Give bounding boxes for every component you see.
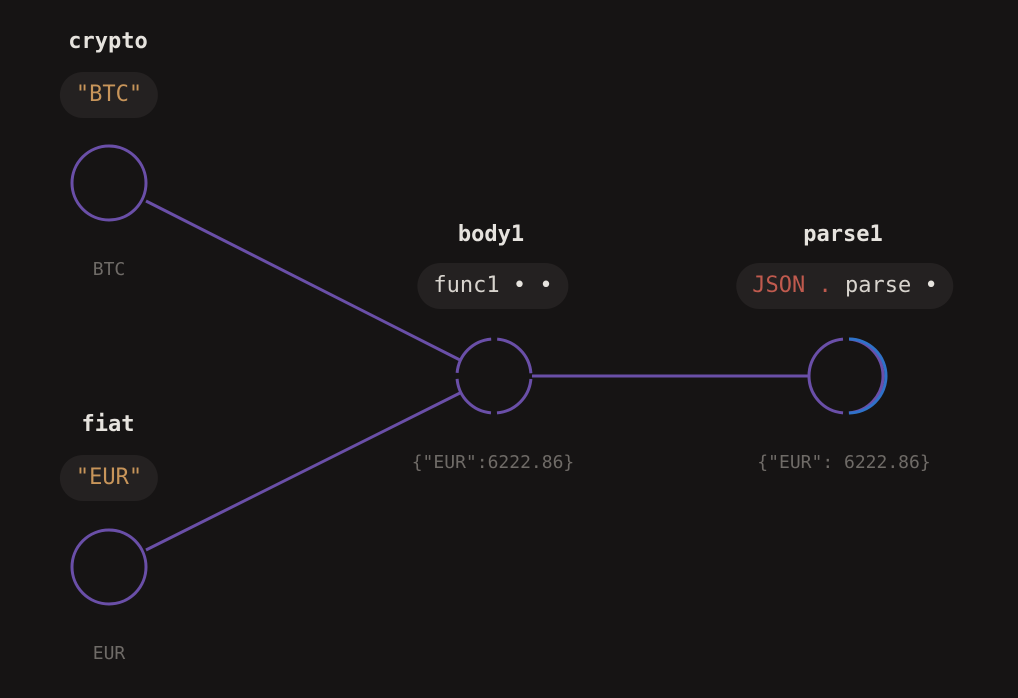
fiat-value-pill[interactable]: "EUR": [59, 455, 159, 501]
body1-function-pill[interactable]: func1 • •: [417, 263, 569, 309]
parse1-argument-dots[interactable]: •: [924, 273, 938, 298]
parse1-expression-pill[interactable]: JSON . parse •: [736, 263, 954, 309]
fiat-output-value: EUR: [92, 643, 126, 664]
crypto-node-title: crypto: [68, 29, 148, 54]
fiat-value: "EUR": [75, 465, 143, 490]
body1-node-title: body1: [457, 222, 525, 247]
parse1-dot: .: [818, 273, 832, 298]
fiat-node-title: fiat: [81, 412, 135, 437]
body1-argument-dots[interactable]: • •: [512, 273, 553, 298]
parse1-node-title: parse1: [803, 222, 883, 247]
body1-function-name: func1: [433, 273, 500, 298]
crypto-output-port[interactable]: [70, 144, 148, 222]
parse1-output-value: {"EUR": 6222.86}: [757, 452, 931, 473]
body1-port[interactable]: [455, 337, 533, 415]
crypto-value: "BTC": [75, 82, 143, 107]
body1-output-value: {"EUR":6222.86}: [411, 452, 575, 473]
crypto-output-value: BTC: [92, 259, 126, 280]
wire-fiat-to-body1[interactable]: [145, 391, 461, 552]
parse1-object: JSON: [752, 273, 806, 298]
crypto-value-pill[interactable]: "BTC": [59, 72, 159, 118]
parse1-port[interactable]: [807, 337, 888, 415]
wire-crypto-to-body1[interactable]: [145, 199, 461, 362]
parse1-method: parse: [845, 273, 912, 298]
fiat-output-port[interactable]: [70, 528, 148, 606]
